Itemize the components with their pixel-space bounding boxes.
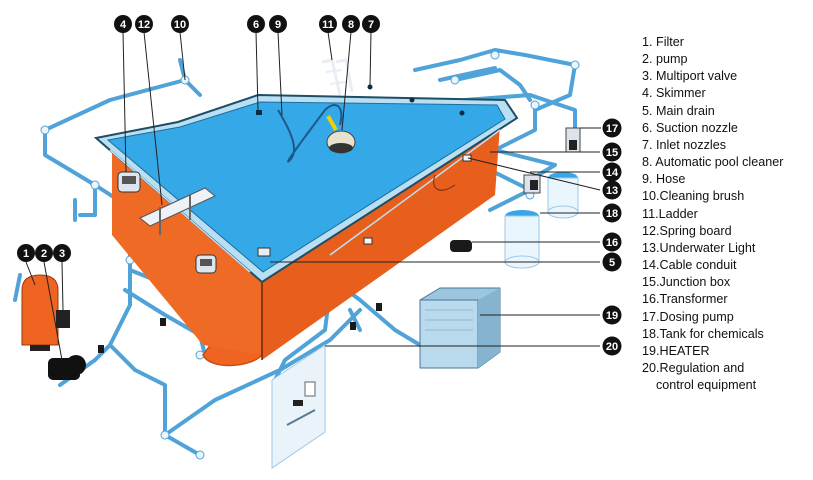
badge-12: 12 [135, 15, 153, 33]
badge-16: 16 [602, 232, 622, 252]
badge-10: 10 [171, 15, 189, 33]
tank-chemicals-18 [504, 210, 540, 269]
leader-lines [25, 31, 601, 361]
legend-item-11: 11.Ladder [642, 206, 698, 221]
control-equipment-20 [271, 344, 326, 469]
suction-nozzle-6 [256, 110, 262, 115]
legend-item-7: 7. Inlet nozzles [642, 137, 727, 152]
badge-14-text: 14 [606, 167, 619, 179]
spring-board-12 [139, 187, 216, 235]
legend-item-19: 19.HEATER [642, 343, 710, 358]
badge-3: 3 [53, 244, 71, 262]
inlet-nozzle-c [459, 110, 465, 116]
legend-item-20: 20.Regulation and [642, 360, 745, 375]
legend-item-8: 8. Automatic pool cleaner [642, 155, 784, 170]
legend-item-3: 3. Multiport valve [642, 69, 738, 84]
pump-2 [48, 355, 86, 380]
badge-7-text: 7 [368, 19, 374, 31]
legend: 1. Filter 2. pump 3. Multiport valve 4. … [642, 34, 812, 394]
badge-8-text: 8 [348, 19, 354, 31]
badge-18: 18 [602, 203, 622, 223]
legend-item-2: 2. pump [642, 52, 688, 67]
badge-18-text: 18 [606, 208, 618, 220]
badge-10-text: 10 [174, 19, 186, 31]
badge-14: 14 [602, 162, 622, 182]
badge-1-text: 1 [23, 248, 29, 260]
legend-item-1: 1. Filter [642, 35, 684, 49]
badge-19: 19 [602, 305, 622, 325]
pool-wall-right [262, 125, 500, 360]
legend-item-5: 5. Main drain [642, 103, 715, 118]
badge-15: 15 [602, 142, 622, 162]
badge-11-text: 11 [322, 19, 334, 31]
legend-item-20-cont: control equipment [642, 378, 757, 393]
legend-item-18: 18.Tank for chemicals [642, 326, 764, 341]
skimmer-right [195, 254, 217, 274]
badge-19-text: 19 [606, 310, 618, 322]
main-drain-5 [257, 247, 271, 257]
heater-19 [419, 287, 501, 369]
badge-2-text: 2 [41, 248, 47, 260]
legend-item-16: 16.Transformer [642, 292, 728, 307]
water-surface [106, 101, 506, 273]
dosing-pump-17 [565, 127, 581, 153]
badge-6-text: 6 [253, 19, 259, 31]
badge-12-text: 12 [138, 19, 150, 31]
badge-13-text: 13 [606, 185, 618, 197]
legend-item-4: 4. Skimmer [642, 86, 706, 101]
badge-8: 8 [342, 15, 360, 33]
legend-item-6: 6. Suction nozzle [642, 120, 738, 135]
badge-20-text: 20 [606, 341, 618, 353]
badge-5: 5 [602, 252, 622, 272]
legend-item-14: 14.Cable conduit [642, 258, 737, 273]
badge-5-text: 5 [609, 257, 615, 269]
hose-9 [277, 104, 343, 163]
badge-17-text: 17 [606, 123, 618, 135]
tank-chemicals-a [547, 172, 579, 219]
badge-9: 9 [269, 15, 287, 33]
legend-item-15: 15.Junction box [642, 275, 731, 290]
badge-4: 4 [114, 15, 132, 33]
badge-6: 6 [247, 15, 265, 33]
legend-item-17: 17.Dosing pump [642, 309, 734, 324]
badge-4-text: 4 [120, 19, 127, 31]
multiport-valve-3 [56, 310, 70, 328]
badge-1: 1 [17, 244, 35, 262]
transformer-16 [450, 240, 472, 252]
badge-15-text: 15 [606, 147, 618, 159]
cable-conduit-14 [433, 174, 456, 191]
badge-17: 17 [602, 118, 622, 138]
underwater-light-b [363, 237, 373, 245]
badge-13: 13 [602, 180, 622, 200]
legend-item-13: 13.Underwater Light [642, 240, 756, 255]
filter-1 [21, 274, 59, 351]
inlet-nozzle-7 [367, 84, 373, 90]
badge-16-text: 16 [606, 237, 618, 249]
badge-9-text: 9 [275, 19, 281, 31]
legend-item-12: 12.Spring board [642, 223, 732, 238]
pool [93, 93, 519, 367]
badge-20: 20 [602, 336, 622, 356]
badge-11: 11 [319, 15, 337, 33]
legend-item-10: 10.Cleaning brush [642, 189, 745, 204]
pool-wall-front [112, 142, 262, 355]
underwater-light-13 [462, 154, 472, 162]
badge-3-text: 3 [59, 248, 65, 260]
skimmer-4 [117, 171, 141, 193]
badge-2: 2 [35, 244, 53, 262]
badge-7: 7 [362, 15, 380, 33]
junction-box-15 [523, 174, 541, 194]
inlet-nozzle-b [409, 97, 415, 103]
pool-cleaner-8 [326, 115, 356, 154]
legend-item-9: 9. Hose [642, 172, 686, 187]
